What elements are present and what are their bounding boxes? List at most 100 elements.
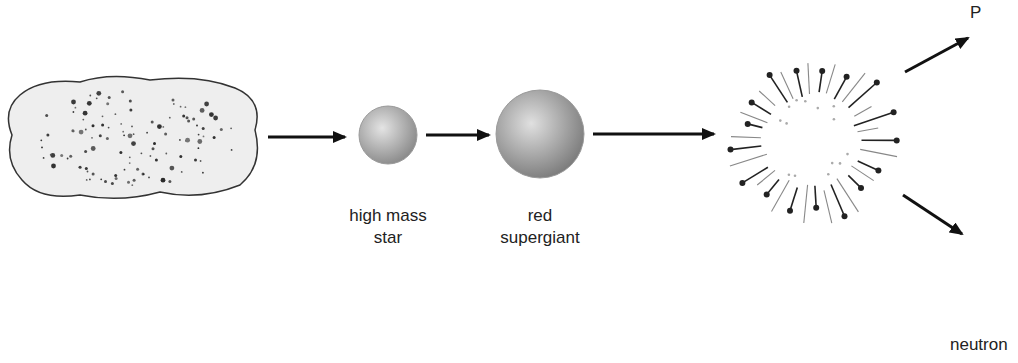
nebula-speck bbox=[142, 173, 145, 176]
burst-particle bbox=[844, 74, 850, 80]
nebula-speck bbox=[204, 102, 209, 107]
nebula-speck bbox=[86, 179, 88, 181]
burst-ray bbox=[731, 146, 762, 150]
nebula-speck bbox=[101, 124, 104, 127]
nebula-speck bbox=[202, 127, 205, 130]
nebula-speck bbox=[111, 182, 114, 185]
nebula-speck bbox=[194, 158, 197, 161]
nebula-speck bbox=[180, 106, 182, 108]
burst-particle bbox=[858, 185, 864, 191]
burst-particle bbox=[874, 80, 880, 86]
nebula-speck bbox=[89, 95, 91, 97]
burst-particle bbox=[749, 99, 755, 105]
nebula-speck bbox=[153, 142, 156, 145]
nebula-speck bbox=[51, 164, 56, 169]
nebula-speck bbox=[136, 168, 139, 171]
nebula-speck bbox=[40, 139, 42, 141]
burst-ray bbox=[808, 63, 810, 94]
nebula-speck bbox=[104, 180, 107, 183]
nebula-speck bbox=[200, 160, 202, 162]
arrow bbox=[268, 136, 345, 139]
nebula-speck bbox=[43, 157, 45, 159]
burst-ray bbox=[790, 188, 797, 211]
burst-particle bbox=[894, 137, 900, 143]
nebula-speck bbox=[198, 147, 200, 149]
burst-particle bbox=[819, 68, 825, 74]
burst-particle bbox=[739, 180, 745, 186]
nebula-speck bbox=[220, 128, 223, 131]
nebula-speck bbox=[102, 115, 104, 117]
nebula-speck bbox=[87, 101, 92, 106]
nebula-speck bbox=[91, 146, 96, 151]
burst-speck bbox=[795, 99, 798, 102]
burst-particle bbox=[794, 68, 800, 74]
burst-ray bbox=[858, 128, 879, 132]
nebula-speck bbox=[129, 162, 131, 164]
burst-ray bbox=[860, 149, 897, 156]
nebula-speck bbox=[141, 152, 143, 154]
nebula-speck bbox=[128, 133, 133, 138]
nebula-speck bbox=[96, 97, 98, 99]
burst-particle bbox=[787, 208, 793, 214]
burst-speck bbox=[817, 107, 820, 110]
burst-ray bbox=[842, 73, 865, 102]
burst-speck bbox=[831, 162, 834, 165]
burst-speck bbox=[833, 118, 836, 121]
nebula-speck bbox=[179, 155, 182, 158]
nebula-speck bbox=[121, 90, 124, 93]
arrow bbox=[903, 195, 962, 234]
nebula-speck bbox=[69, 155, 72, 158]
burst-ray bbox=[730, 154, 767, 166]
arrow bbox=[905, 38, 968, 72]
nebula-speck bbox=[115, 113, 117, 115]
nebula-speck bbox=[203, 136, 205, 138]
burst-speck bbox=[779, 119, 782, 122]
nebula-speck bbox=[114, 174, 117, 177]
star-shape bbox=[495, 89, 585, 179]
nebula-speck bbox=[108, 127, 110, 129]
nebula-speck bbox=[231, 149, 233, 151]
nebula-speck bbox=[67, 158, 69, 160]
nebula-speck bbox=[41, 147, 43, 149]
nebula-speck bbox=[119, 151, 122, 154]
nebula-speck bbox=[165, 153, 167, 155]
burst-ray bbox=[862, 139, 897, 141]
nebula-cloud bbox=[8, 76, 257, 198]
nebula-speck bbox=[123, 134, 125, 136]
burst-ray bbox=[731, 137, 761, 138]
nebula-speck bbox=[187, 120, 190, 123]
burst-ray bbox=[831, 185, 845, 217]
burst-particle bbox=[728, 147, 734, 153]
nebula-speck bbox=[133, 133, 135, 135]
nebula-speck bbox=[162, 126, 164, 128]
nebula-speck bbox=[213, 116, 218, 121]
burst-ray bbox=[858, 161, 879, 171]
burst-particle bbox=[891, 109, 897, 115]
nebula-speck bbox=[71, 129, 74, 132]
nebula-speck bbox=[185, 106, 187, 108]
burst-speck bbox=[846, 153, 849, 156]
burst-speck bbox=[788, 174, 791, 177]
burst-ray bbox=[804, 185, 808, 223]
nebula-speck bbox=[186, 116, 189, 119]
nebula-speck bbox=[108, 96, 111, 99]
nebula-speck bbox=[124, 169, 126, 171]
nebula-speck bbox=[79, 130, 84, 135]
burst-speck bbox=[794, 174, 797, 177]
nebula-speck bbox=[106, 102, 109, 105]
burst-ray bbox=[759, 91, 775, 106]
nebula-speck bbox=[172, 98, 175, 101]
nebula-speck bbox=[157, 124, 162, 129]
burst-core bbox=[766, 94, 858, 186]
star-node: red supergiant bbox=[495, 89, 585, 179]
nebula-speck bbox=[230, 127, 232, 129]
nebula-speck bbox=[213, 136, 216, 139]
nebula-speck bbox=[79, 166, 82, 169]
nebula-speck bbox=[92, 173, 95, 176]
burst-ray bbox=[854, 112, 894, 125]
nebula-speck bbox=[192, 118, 195, 121]
nebula-speck bbox=[151, 121, 154, 124]
nebula-speck bbox=[45, 114, 48, 117]
nebula-speck bbox=[181, 171, 183, 173]
